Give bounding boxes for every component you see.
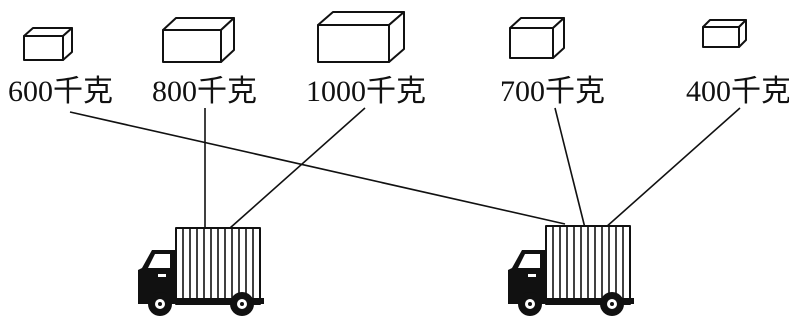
box-400-group: 400千克 xyxy=(686,19,789,108)
box-1000-icon xyxy=(317,11,405,63)
box-700-icon xyxy=(509,17,565,59)
line-600-to-truck-right xyxy=(69,111,566,225)
truck-right-icon xyxy=(508,225,634,316)
weight-label-700: 700千克 xyxy=(500,75,605,108)
truck-left-icon xyxy=(138,227,264,316)
line-700-to-truck-right xyxy=(554,107,586,229)
box-700-group: 700千克 xyxy=(500,17,605,108)
truck-left xyxy=(138,227,264,316)
weight-label-400: 400千克 xyxy=(686,75,789,108)
box-600-group: 600千克 xyxy=(8,27,113,108)
box-600-icon xyxy=(23,27,73,61)
box-400-icon xyxy=(702,19,747,48)
line-1000-to-truck-left xyxy=(229,107,366,229)
weight-label-1000: 1000千克 xyxy=(306,75,426,108)
connector-lines xyxy=(69,107,741,229)
box-800-icon xyxy=(162,17,235,63)
weight-label-800: 800千克 xyxy=(152,75,257,108)
line-400-to-truck-right xyxy=(604,107,741,229)
weight-label-600: 600千克 xyxy=(8,75,113,108)
truck-right xyxy=(508,225,634,316)
box-1000-group: 1000千克 xyxy=(306,11,426,108)
box-800-group: 800千克 xyxy=(152,17,257,108)
